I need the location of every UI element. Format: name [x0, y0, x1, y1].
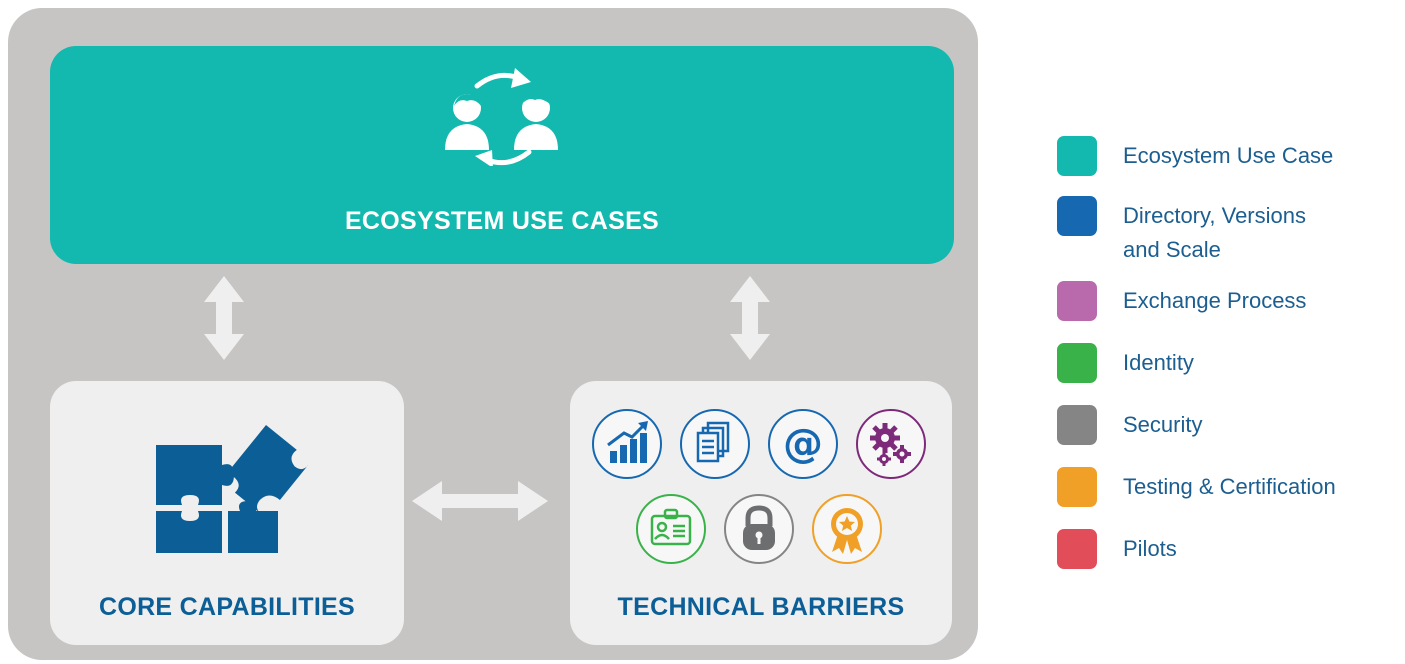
legend-swatch [1057, 136, 1097, 176]
legend-swatch [1057, 529, 1097, 569]
legend-label: Pilots [1123, 536, 1177, 561]
legend-label: Identity [1123, 350, 1194, 375]
legend-swatch [1057, 196, 1097, 236]
padlock-icon [724, 494, 794, 564]
people-exchange-icon [445, 68, 558, 166]
chart-growth-icon [592, 409, 662, 479]
diagram-panel: ECOSYSTEM USE CASES CORE CAPABILITIES [8, 8, 978, 660]
ecosystem-use-cases-box: ECOSYSTEM USE CASES [50, 46, 954, 264]
id-card-icon [636, 494, 706, 564]
legend-label: Exchange Process [1123, 288, 1307, 313]
technical-barriers-box: @ [570, 381, 952, 645]
horizontal-double-arrow [412, 481, 548, 521]
legend-swatch [1057, 343, 1097, 383]
legend-swatch [1057, 281, 1097, 321]
award-ribbon-icon [812, 494, 882, 564]
legend-label: Security [1123, 412, 1203, 437]
at-sign-icon: @ [768, 409, 838, 479]
documents-icon [680, 409, 750, 479]
legend-swatch [1057, 467, 1097, 507]
ecosystem-use-cases-title: ECOSYSTEM USE CASES [344, 207, 660, 235]
svg-text:@: @ [783, 421, 823, 467]
legend-label: Directory, Versions and Scale [1123, 203, 1306, 262]
puzzle-pieces-icon [156, 424, 308, 553]
core-capabilities-title: CORE CAPABILITIES [98, 593, 356, 621]
legend-label: Testing & Certification [1123, 474, 1336, 499]
gears-icon [856, 409, 926, 479]
core-capabilities-box: CORE CAPABILITIES [50, 381, 404, 645]
vertical-double-arrow-right [730, 276, 770, 360]
legend-swatch [1057, 405, 1097, 445]
legend-label: Ecosystem Use Case [1123, 143, 1334, 168]
vertical-double-arrow-left [204, 276, 244, 360]
technical-barriers-title: TECHNICAL BARRIERS [617, 593, 905, 621]
